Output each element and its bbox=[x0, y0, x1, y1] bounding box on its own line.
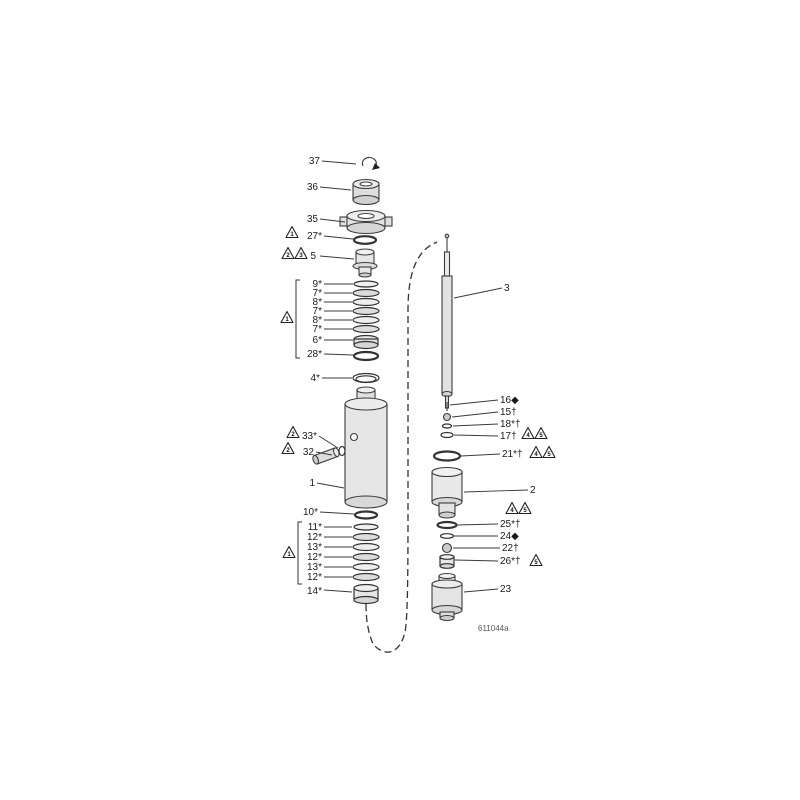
part-throat-cartridge-5: 2 3 5 bbox=[281, 246, 378, 278]
callout-24: 24◆ bbox=[500, 531, 519, 542]
throat-packing-stack: 1 9* 7* 8* 7* 8* 7* 6* 28* bbox=[280, 279, 380, 362]
callout-10: 10* bbox=[303, 507, 318, 518]
parts-piston-seals-ball-seat: 4 5 25*† 24◆ 22† 26*† 5 bbox=[436, 501, 543, 569]
callout-26: 26*† bbox=[500, 556, 521, 567]
callout-7b: 7* bbox=[313, 306, 323, 317]
callout-3: 3 bbox=[504, 283, 510, 294]
callout-1: 1 bbox=[309, 478, 315, 489]
callout-8b: 8* bbox=[313, 315, 323, 326]
callout-5: 5 bbox=[310, 251, 316, 262]
callout-27: 27* bbox=[307, 231, 322, 242]
warning-triangle: 2 bbox=[291, 432, 295, 438]
warning-triangle: 5 bbox=[547, 452, 551, 458]
callout-18: 18*† bbox=[500, 419, 521, 430]
callout-17: 17† bbox=[500, 431, 517, 442]
callout-21: 21*† bbox=[502, 449, 523, 460]
warning-triangle: 5 bbox=[534, 560, 538, 566]
part-gland-ring-10: 10* bbox=[303, 507, 379, 520]
callout-8a: 8* bbox=[313, 297, 323, 308]
part-cylinder-body-1: 1 bbox=[309, 386, 388, 509]
part-retaining-clip-37: 37 bbox=[309, 156, 380, 170]
piston-packing-stack: 1 11* 12* 13* 12* 13* 12* 14* bbox=[282, 521, 380, 605]
warning-triangle: 2 bbox=[286, 448, 290, 454]
warning-triangle: 5 bbox=[523, 508, 527, 514]
part-oring-21: 21*† 4 5 bbox=[432, 445, 556, 462]
rod-centerline-dashed bbox=[365, 241, 438, 653]
callout-2: 2 bbox=[530, 485, 536, 496]
callout-22: 22† bbox=[502, 543, 519, 554]
warning-triangle: 1 bbox=[285, 317, 289, 323]
parts-pin-ball-seals: 16◆ 15† 18*† 17† 4 5 bbox=[440, 395, 548, 442]
callout-28: 28* bbox=[307, 349, 322, 360]
warning-triangle: 4 bbox=[510, 508, 514, 514]
callout-12c: 12* bbox=[307, 572, 322, 583]
warning-triangle: 2 bbox=[286, 253, 290, 259]
part-spiral-ring-4: 4* bbox=[311, 372, 380, 384]
callout-16: 16◆ bbox=[500, 395, 519, 406]
callout-12a: 12* bbox=[307, 532, 322, 543]
callout-12b: 12* bbox=[307, 552, 322, 563]
callout-37: 37 bbox=[309, 156, 321, 167]
warning-triangle: 1 bbox=[290, 232, 294, 238]
callout-11: 11* bbox=[308, 522, 322, 533]
callout-9: 9* bbox=[313, 279, 323, 290]
part-packing-nut-36: 36 bbox=[307, 178, 380, 206]
part-oring-27: 1 27* bbox=[285, 225, 378, 245]
callout-4: 4* bbox=[311, 373, 321, 384]
part-intake-housing-23: 23 bbox=[431, 572, 512, 622]
callout-13a: 13* bbox=[307, 542, 322, 553]
callout-36: 36 bbox=[307, 182, 319, 193]
callout-15: 15† bbox=[500, 407, 517, 418]
warning-triangle: 3 bbox=[299, 253, 303, 259]
warning-triangle: 5 bbox=[539, 433, 543, 439]
callout-14: 14* bbox=[307, 586, 322, 597]
part-fitting-32-33: 2 2 33* 32 bbox=[281, 425, 346, 465]
warning-triangle: 1 bbox=[287, 552, 291, 558]
callout-35: 35 bbox=[307, 214, 319, 225]
callout-7a: 7* bbox=[313, 288, 323, 299]
callout-25: 25*† bbox=[500, 519, 521, 530]
part-displacement-rod-3: 3 bbox=[441, 233, 510, 409]
callout-23: 23 bbox=[500, 584, 512, 595]
callout-7c: 7* bbox=[313, 324, 323, 335]
warning-triangle: 4 bbox=[526, 433, 530, 439]
part-coupling-35: 35 bbox=[307, 209, 393, 235]
callout-33: 33* bbox=[302, 431, 317, 442]
callout-13b: 13* bbox=[307, 562, 322, 573]
callout-6: 6* bbox=[313, 335, 323, 346]
callout-32: 32 bbox=[303, 447, 315, 458]
figure-code: 611044a bbox=[478, 624, 509, 633]
part-piston-housing-2: 2 bbox=[431, 466, 536, 519]
warning-triangle: 4 bbox=[534, 452, 538, 458]
